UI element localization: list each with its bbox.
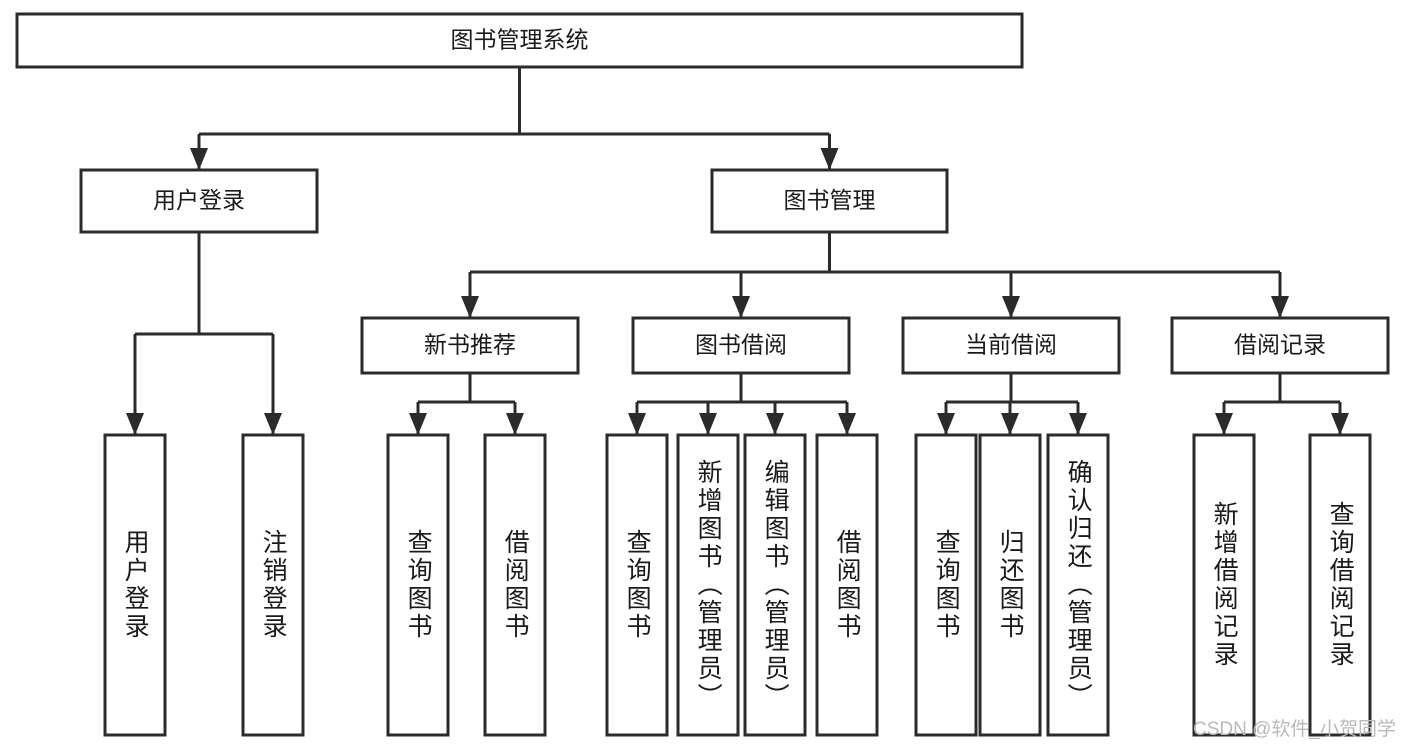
- node-leaf-add-record[interactable]: [1192, 433, 1256, 737]
- node-label-leaf-return-book: 归还图书: [996, 529, 1025, 641]
- node-leaf-query-record[interactable]: [1308, 433, 1372, 737]
- node-label-leaf-borrow-book-2: 借阅图书: [833, 529, 862, 641]
- node-leaf-user-logout[interactable]: [241, 433, 305, 737]
- node-label-book-borrow: 图书借阅: [695, 332, 787, 358]
- node-label-leaf-add-record: 新增借阅记录: [1210, 501, 1239, 669]
- node-box-leaf-query-book-1: [386, 433, 450, 737]
- node-user-login[interactable]: 用户登录: [79, 168, 319, 234]
- node-box-new-book-recommend: [360, 316, 580, 375]
- node-book-manage[interactable]: 图书管理: [710, 168, 949, 234]
- arrow-head-icon: [1331, 413, 1349, 435]
- node-label-leaf-query-record: 查询借阅记录: [1326, 501, 1355, 669]
- node-book-borrow[interactable]: 图书借阅: [631, 316, 851, 375]
- arrow-head-icon: [126, 413, 144, 435]
- node-leaf-user-login[interactable]: [103, 433, 167, 737]
- node-box-leaf-query-book-3: [914, 433, 978, 737]
- node-leaf-borrow-book-2[interactable]: [815, 433, 879, 737]
- node-borrow-record[interactable]: 借阅记录: [1170, 316, 1390, 375]
- node-box-leaf-add-book: [676, 433, 740, 737]
- connector-c-record-to-leaves: [1215, 373, 1349, 435]
- node-leaf-return-book[interactable]: [978, 433, 1042, 737]
- arrow-head-icon: [820, 148, 839, 170]
- node-root[interactable]: 图书管理系统: [15, 12, 1024, 69]
- arrow-head-icon: [409, 413, 427, 435]
- node-label-leaf-add-book: 新增图书（管理员）: [694, 459, 723, 711]
- node-box-leaf-query-book-2: [605, 433, 669, 737]
- arrow-head-icon: [1215, 413, 1233, 435]
- node-box-leaf-borrow-book-2: [815, 433, 879, 737]
- node-box-leaf-user-logout: [241, 433, 305, 737]
- node-label-borrow-record: 借阅记录: [1234, 332, 1326, 358]
- node-label-user-login: 用户登录: [153, 187, 245, 213]
- node-box-root: [15, 12, 1024, 69]
- node-label-leaf-edit-book: 编辑图书（管理员）: [761, 459, 790, 711]
- arrow-head-icon: [1001, 413, 1019, 435]
- node-label-leaf-query-book-2: 查询图书: [623, 529, 652, 641]
- arrow-head-icon: [1069, 413, 1087, 435]
- node-label-leaf-user-logout: 注销登录: [259, 529, 288, 641]
- node-label-book-manage: 图书管理: [784, 187, 876, 213]
- node-label-leaf-query-book-1: 查询图书: [404, 529, 433, 641]
- node-leaf-add-book[interactable]: [676, 433, 740, 737]
- node-box-leaf-query-record: [1308, 433, 1372, 737]
- node-label-current-borrow: 当前借阅: [965, 332, 1057, 358]
- node-leaf-query-book-3[interactable]: [914, 433, 978, 737]
- node-leaf-query-book-2[interactable]: [605, 433, 669, 737]
- node-box-borrow-record: [1170, 316, 1390, 375]
- arrow-head-icon: [937, 413, 955, 435]
- connector-c-borrow-to-leaves: [628, 373, 856, 435]
- node-box-book-borrow: [631, 316, 851, 375]
- arrow-head-icon: [1002, 296, 1020, 318]
- node-label-leaf-query-book-3: 查询图书: [932, 529, 961, 641]
- node-box-leaf-confirm-return: [1046, 433, 1110, 737]
- connector-c-bookmanage-to-level3: [461, 232, 1289, 318]
- arrow-head-icon: [190, 148, 208, 170]
- node-box-leaf-add-record: [1192, 433, 1256, 737]
- arrow-head-icon: [264, 413, 282, 435]
- arrow-head-icon: [506, 413, 524, 435]
- node-box-user-login: [79, 168, 319, 234]
- node-leaf-edit-book[interactable]: [743, 433, 807, 737]
- node-box-leaf-edit-book: [743, 433, 807, 737]
- node-box-leaf-user-login: [103, 433, 167, 737]
- watermark-text: CSDN @软件_小贺同学: [1193, 719, 1396, 740]
- node-leaf-borrow-book-1[interactable]: [483, 433, 547, 737]
- arrow-head-icon: [1271, 296, 1289, 318]
- node-box-book-manage: [710, 168, 949, 234]
- node-new-book-recommend[interactable]: 新书推荐: [360, 316, 580, 375]
- connector-c-root-to-level2: [190, 67, 839, 170]
- node-box-leaf-return-book: [978, 433, 1042, 737]
- node-box-leaf-borrow-book-1: [483, 433, 547, 737]
- node-label-leaf-borrow-book-1: 借阅图书: [501, 529, 530, 641]
- connector-c-current-to-leaves: [937, 373, 1087, 435]
- node-current-borrow[interactable]: 当前借阅: [901, 316, 1121, 375]
- arrow-head-icon: [628, 413, 646, 435]
- node-box-current-borrow: [901, 316, 1121, 375]
- arrow-head-icon: [699, 413, 717, 435]
- node-label-root: 图书管理系统: [451, 27, 589, 53]
- arrow-head-icon: [732, 296, 750, 318]
- arrow-head-icon: [766, 413, 784, 435]
- connectors-layer: [126, 67, 1349, 435]
- node-label-leaf-confirm-return: 确认归还（管理员）: [1064, 459, 1093, 711]
- connector-c-recommend-to-leaves: [409, 373, 524, 435]
- connector-c-userlogin-to-leaves: [126, 232, 282, 435]
- node-leaf-query-book-1[interactable]: [386, 433, 450, 737]
- node-label-leaf-user-login: 用户登录: [121, 529, 150, 641]
- arrow-head-icon: [461, 296, 479, 318]
- arrow-head-icon: [838, 413, 856, 435]
- node-label-new-book-recommend: 新书推荐: [424, 332, 516, 358]
- node-leaf-confirm-return[interactable]: [1046, 433, 1110, 737]
